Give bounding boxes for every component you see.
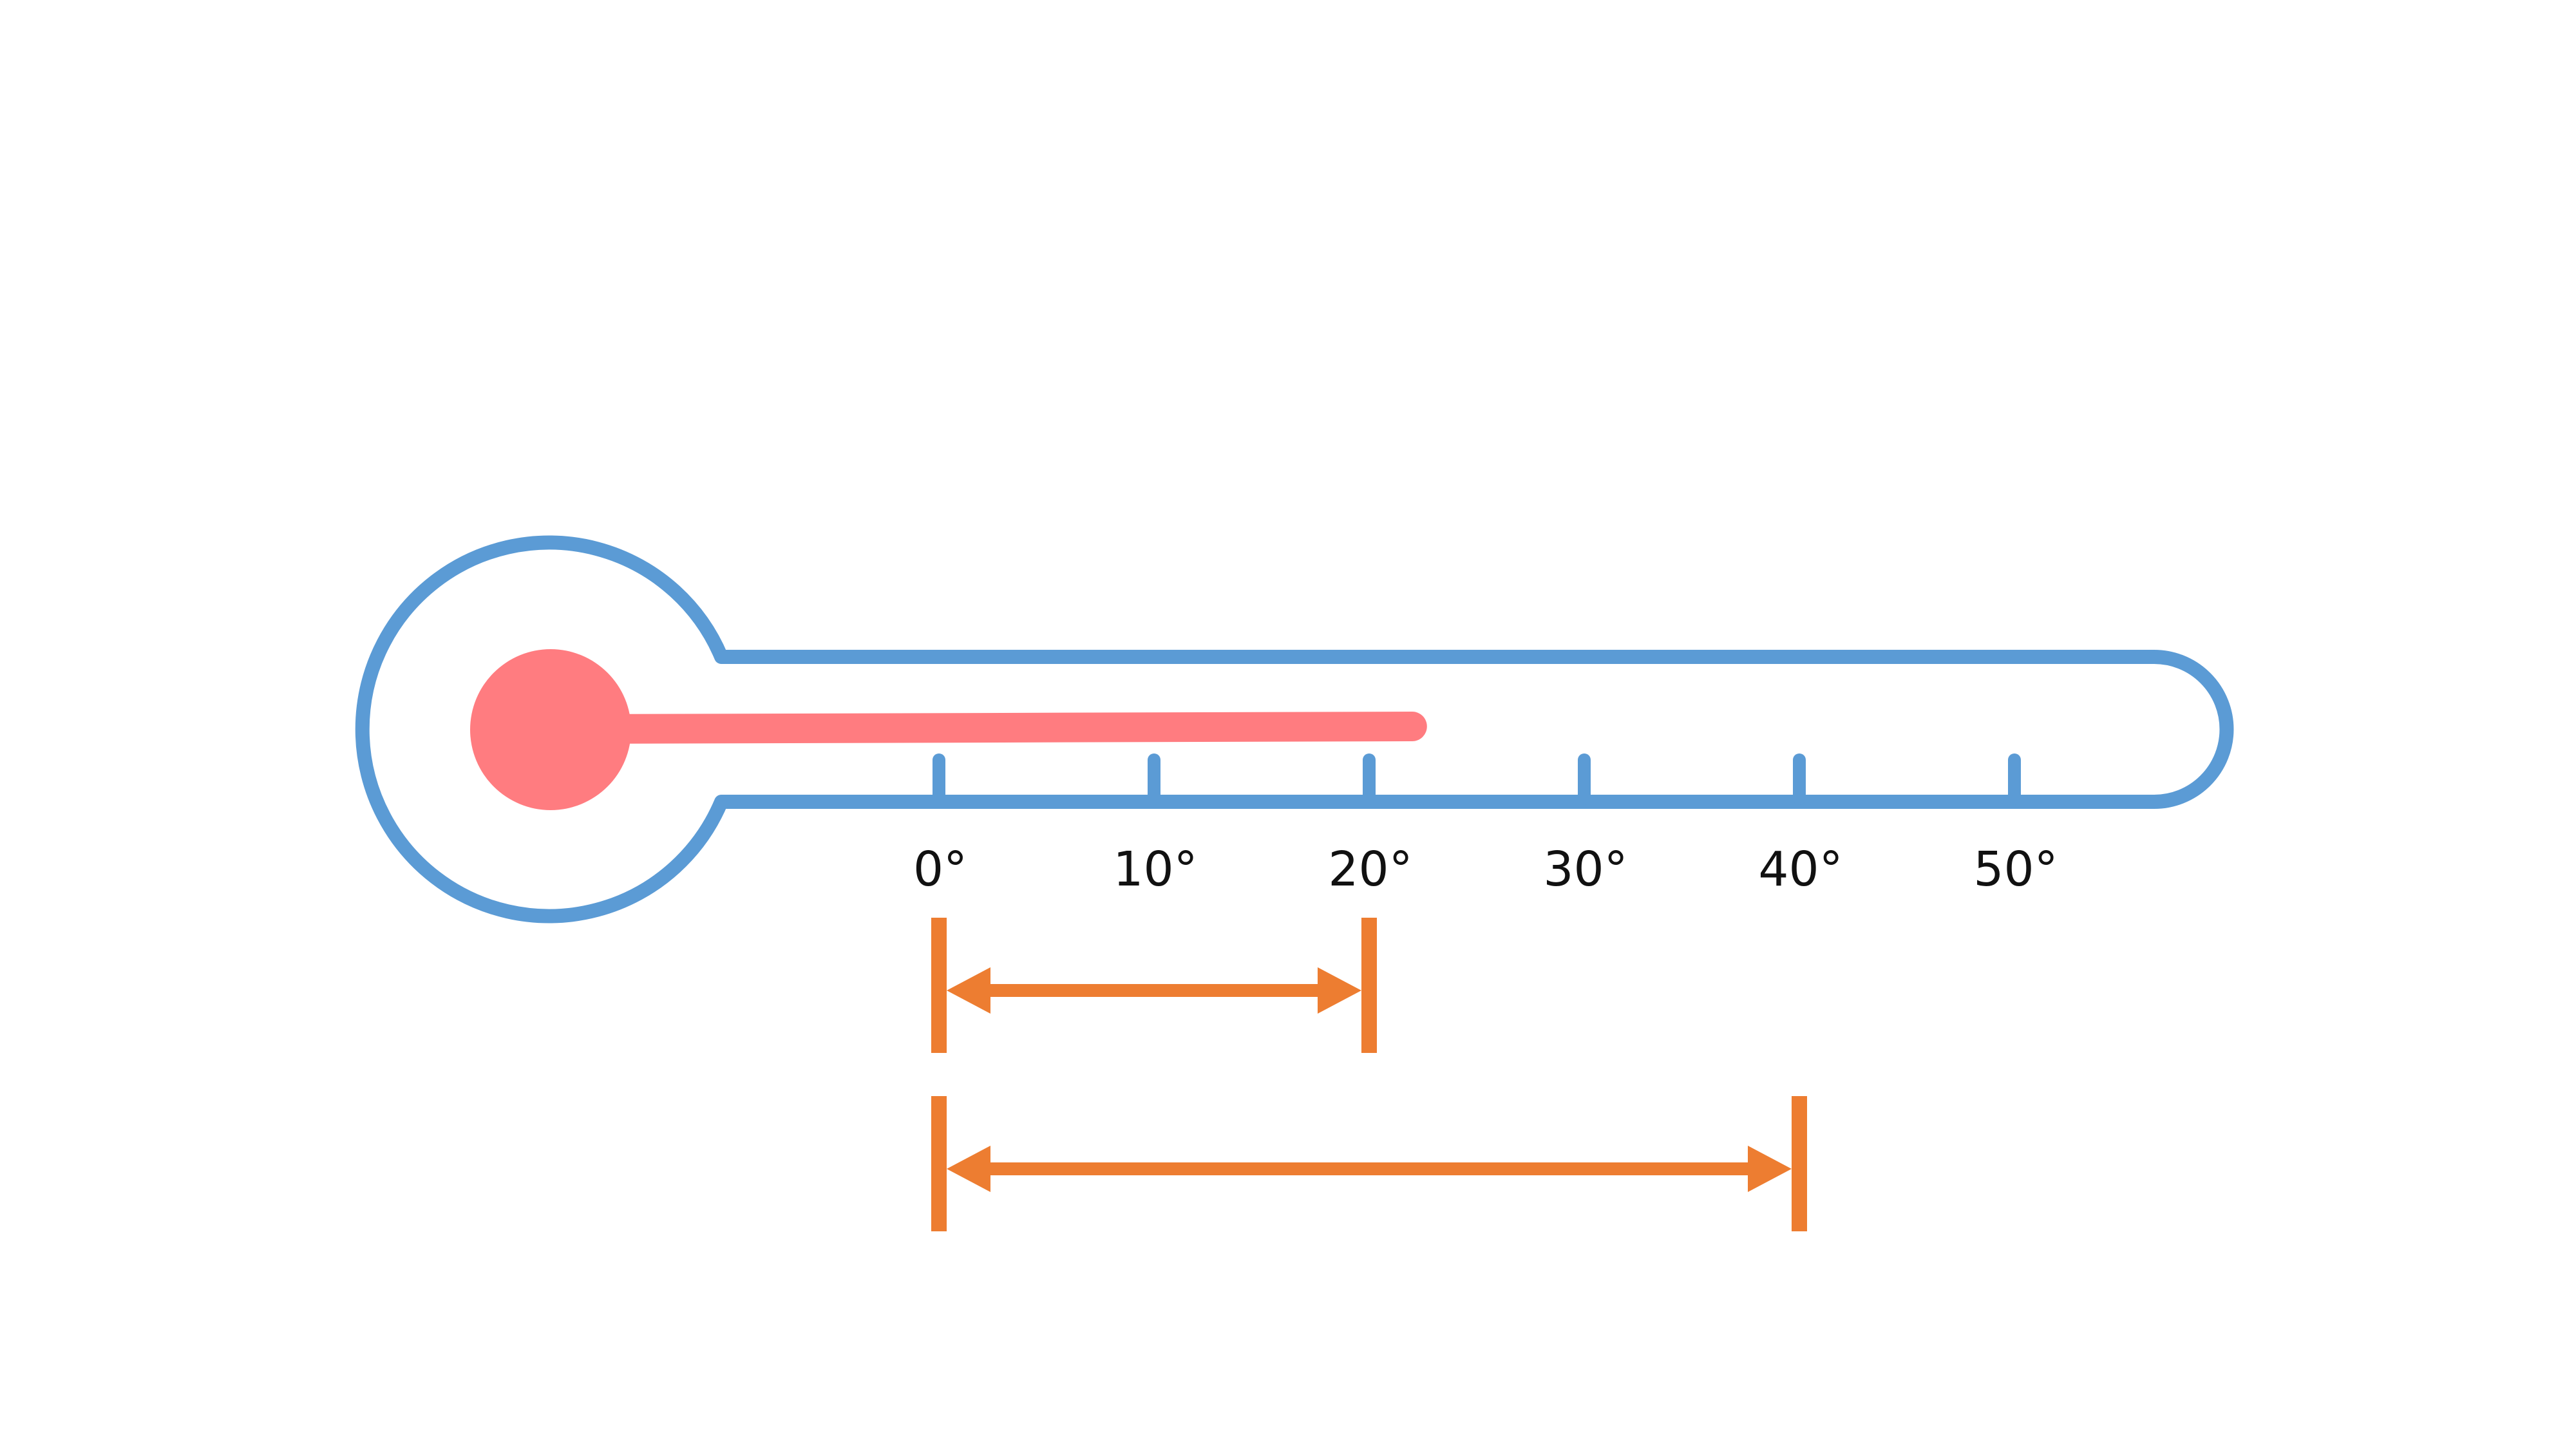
range-arrow-0-20: [931, 918, 1377, 1053]
scale-label: 10°: [1113, 842, 1197, 897]
arrowhead-right-icon: [1748, 1146, 1792, 1192]
mercury: [470, 649, 1427, 810]
scale-label: 20°: [1328, 842, 1412, 897]
range-arrow-0-40: [931, 1096, 1807, 1231]
thermometer-outline: [355, 535, 2234, 923]
arrowhead-right-icon: [1318, 967, 1361, 1014]
scale-label: 50°: [1973, 842, 2058, 897]
scale-label: 30°: [1543, 842, 1627, 897]
mercury-column: [565, 712, 1427, 744]
arrowhead-left-icon: [947, 1146, 990, 1192]
mercury-bulb: [470, 649, 631, 810]
arrowhead-left-icon: [947, 967, 990, 1014]
temperature-scale: 0° 10° 20° 30° 40° 50°: [913, 753, 2058, 897]
scale-label: 0°: [913, 842, 967, 897]
scale-label: 40°: [1758, 842, 1842, 897]
range-arrows: [931, 918, 1807, 1231]
